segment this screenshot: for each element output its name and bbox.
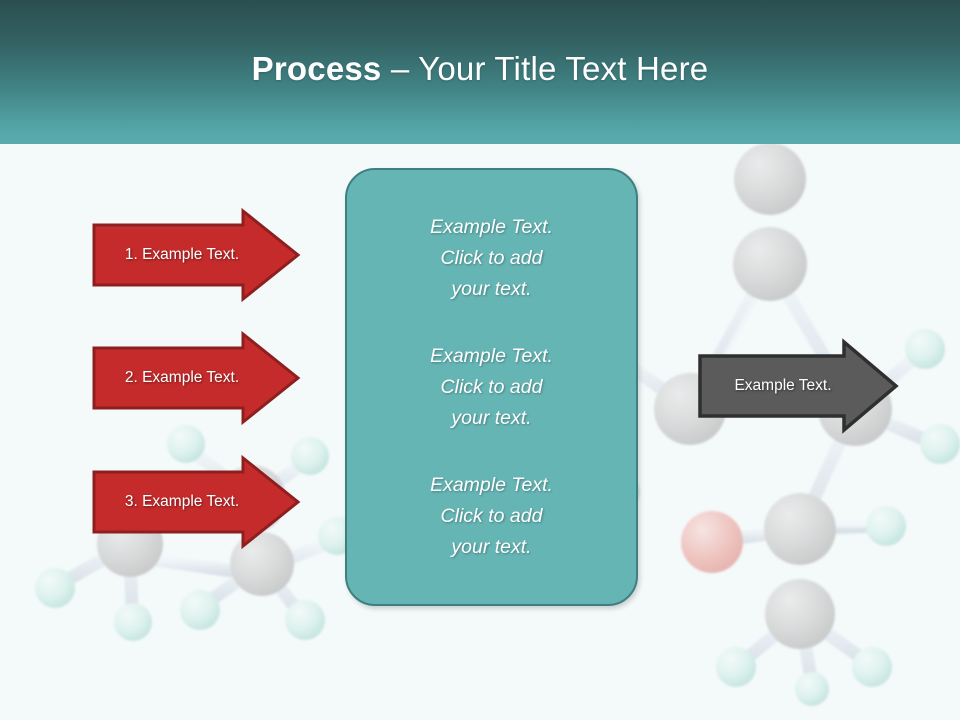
- result-arrow[interactable]: Example Text.: [697, 338, 899, 434]
- step-arrow-1-shape: [92, 207, 301, 303]
- content-panel-block-3[interactable]: Example Text. Click to add your text.: [430, 473, 553, 558]
- page-title-bold: Process: [251, 50, 382, 87]
- content-panel-block-2[interactable]: Example Text. Click to add your text.: [430, 344, 553, 429]
- step-arrow-2-shape: [92, 330, 301, 426]
- result-arrow-shape: [698, 338, 899, 434]
- content-panel-block-1[interactable]: Example Text. Click to add your text.: [430, 215, 553, 300]
- step-arrow-3-shape: [92, 454, 301, 550]
- header-band: [0, 0, 960, 144]
- step-arrow-3[interactable]: 3. Example Text.: [92, 454, 301, 550]
- content-panel[interactable]: Example Text. Click to add your text. Ex…: [345, 168, 638, 606]
- step-arrow-1[interactable]: 1. Example Text.: [92, 207, 301, 303]
- step-arrow-2[interactable]: 2. Example Text.: [92, 330, 301, 426]
- page-title: Process – Your Title Text Here: [0, 50, 960, 88]
- page-title-rest: – Your Title Text Here: [381, 50, 709, 87]
